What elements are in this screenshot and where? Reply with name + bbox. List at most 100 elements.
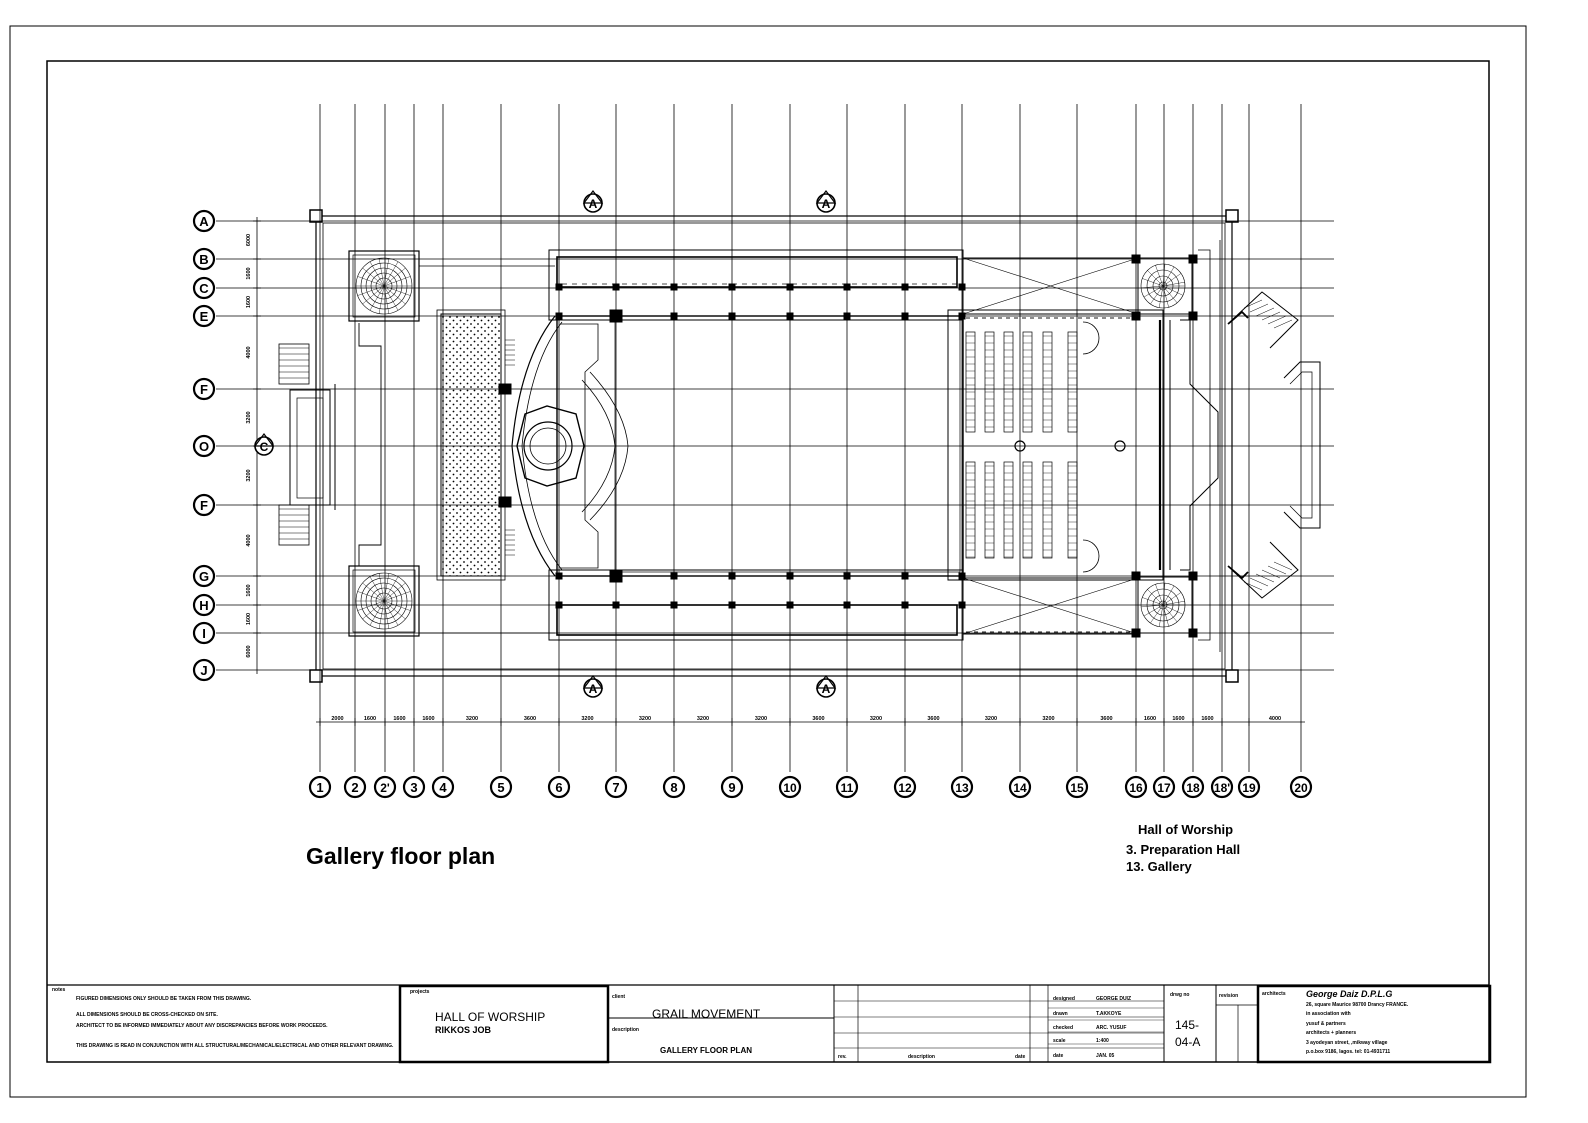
row-dimension-label: 6000	[246, 645, 252, 657]
spiral-radial	[1158, 285, 1164, 308]
tower-stair-radial	[362, 582, 385, 602]
architect-line-6: p.o.box 9186, lagos. tel: 01-4931711	[1306, 1049, 1390, 1055]
tower-stair-radial	[378, 600, 385, 629]
tower-stair-radial	[383, 276, 411, 287]
column-label: 11	[841, 781, 854, 795]
tower-square-inner	[352, 254, 416, 318]
column-bubble-circle	[1124, 775, 1148, 799]
section-mark-arrow	[582, 675, 604, 689]
stair-tread	[1255, 307, 1275, 317]
drawing-no-label: drwg no	[1170, 992, 1189, 998]
right-stair	[1231, 541, 1299, 599]
tower-stair-radial	[383, 576, 399, 602]
architect-line-4: architects + planners	[1306, 1030, 1356, 1036]
column-bubble: 11	[835, 775, 859, 799]
spiral-radial	[1150, 285, 1164, 305]
spiral-radial	[1141, 285, 1164, 289]
description-value: GALLERY FLOOR PLAN	[660, 1046, 752, 1055]
stair-enclosure	[1137, 257, 1193, 315]
drawing-no-line-2: 04-A	[1175, 1035, 1200, 1049]
row-bubble-circle	[192, 304, 216, 328]
row-dimension-label: 6000	[246, 234, 252, 246]
row-label: H	[199, 598, 208, 613]
row-dimension-label: 3200	[246, 469, 252, 481]
stair-tread	[1249, 303, 1269, 313]
tower-stair-radial	[362, 267, 385, 287]
stair-tread	[1273, 319, 1293, 329]
column-bubble-circle	[1237, 775, 1261, 799]
tower-stair-radial	[369, 261, 385, 287]
column-label: 7	[612, 780, 619, 795]
section-mark: C	[253, 433, 275, 456]
date-value: JAN. 05	[1096, 1053, 1115, 1059]
gallery-rail-top	[556, 256, 958, 288]
row-dimension-label: 1600	[246, 584, 252, 596]
tower-stair-radial	[357, 600, 385, 611]
spiral-radial	[1162, 585, 1175, 606]
column-label: 5	[497, 780, 504, 795]
right-stair	[1231, 291, 1299, 349]
column-bubble: 6	[547, 775, 571, 799]
void-cross	[962, 577, 1139, 635]
column-dimension-label: 3200	[639, 716, 651, 722]
row-bubble: O	[192, 434, 216, 458]
column-dimension-label: 3600	[524, 716, 536, 722]
section-mark-arrow	[582, 190, 604, 204]
row-bubble-circle	[192, 493, 216, 517]
column-dimension-label: 1600	[1172, 716, 1184, 722]
architect-name: George Daiz D.P.L.G	[1306, 989, 1392, 999]
entrance-inner	[296, 397, 324, 499]
tower-stair-radial	[369, 576, 385, 602]
tower-square	[348, 565, 420, 637]
title-block-text: notes FIGURED DIMENSIONS ONLY SHOULD BE …	[52, 987, 1409, 1060]
row-bubble-circle	[192, 621, 216, 645]
column-label: 17	[1157, 781, 1171, 795]
stair-tread	[1243, 299, 1263, 309]
column-bubble-circle	[950, 775, 974, 799]
column-dimension-label: 3200	[985, 716, 997, 722]
architect-line-3: yusuf & partners	[1306, 1021, 1346, 1027]
section-mark-label: A	[822, 682, 831, 696]
vestibule-wall	[358, 323, 382, 566]
section-mark-arrow	[815, 675, 837, 689]
column-bubble: 3	[402, 775, 426, 799]
hatched-area-border	[436, 309, 506, 581]
column-bubble: 2	[343, 775, 367, 799]
column-bubble: 18	[1181, 775, 1205, 799]
date-label: date	[1053, 1053, 1064, 1059]
column-bubble: 20	[1289, 775, 1313, 799]
pew-block	[965, 461, 976, 559]
tower-stair-radial	[362, 285, 385, 305]
spiral-radial	[1150, 604, 1164, 624]
scale-label: scale	[1053, 1038, 1066, 1044]
column-bubble-circle	[373, 775, 397, 799]
pew-block	[1022, 461, 1033, 559]
column-bubble: 12	[893, 775, 917, 799]
tower-stair-radial	[357, 591, 385, 602]
column-label: 12	[898, 781, 912, 795]
row-bubble-circle	[192, 209, 216, 233]
column-dimension-label: 1600	[1201, 716, 1213, 722]
altar-pier	[498, 496, 512, 508]
row-bubble: E	[192, 304, 216, 328]
project-sub: RIKKOS JOB	[435, 1025, 492, 1035]
column-label: 8	[670, 780, 677, 795]
section-mark-label: C	[260, 440, 269, 454]
row-label: B	[199, 252, 208, 267]
pew-block	[1022, 331, 1033, 433]
row-bubble-circle	[192, 247, 216, 271]
pew-block	[1067, 461, 1078, 559]
void-cross	[962, 257, 1139, 315]
column-bubble: 1	[308, 775, 332, 799]
row-dimension-label: 1600	[246, 613, 252, 625]
column-dimension-label: 3200	[581, 716, 593, 722]
architect-line-1: 26, square Maurice 98700 Drancy FRANCE.	[1306, 1002, 1409, 1008]
spiral-radial	[1162, 266, 1175, 287]
column-bubble-circle	[402, 775, 426, 799]
title-block	[47, 984, 1492, 1064]
column-bubble: 14	[1008, 775, 1032, 799]
column-bubble-circle	[1065, 775, 1089, 799]
